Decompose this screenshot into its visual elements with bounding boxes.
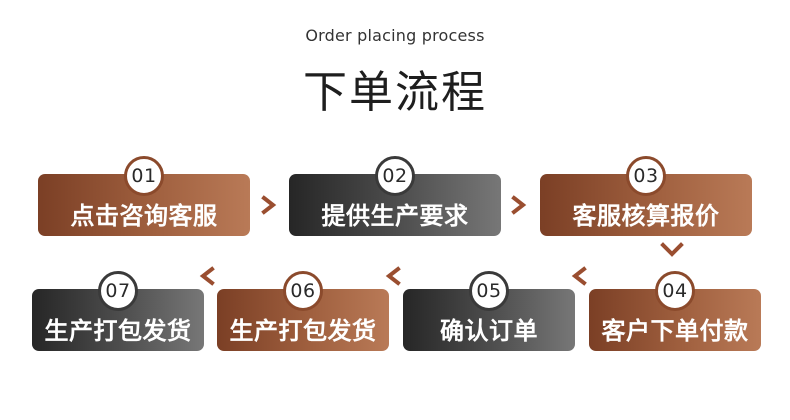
arrow-left-icon	[571, 266, 587, 286]
arrow-left-icon	[385, 266, 401, 286]
step-label: 确认订单	[440, 316, 538, 345]
step-06: 06 生产打包发货	[217, 271, 389, 351]
step-number-badge: 05	[469, 271, 509, 311]
arrow-right-icon	[511, 195, 527, 215]
step-02: 02 提供生产要求	[289, 156, 501, 236]
step-01: 01 点击咨询客服	[38, 156, 250, 236]
step-label: 客服核算报价	[572, 201, 720, 230]
step-number-badge: 06	[283, 271, 323, 311]
step-number-badge: 01	[124, 156, 164, 196]
step-number-badge: 02	[375, 156, 415, 196]
step-05: 05 确认订单	[403, 271, 575, 351]
step-number-badge: 07	[98, 271, 138, 311]
step-label: 生产打包发货	[229, 316, 377, 345]
subtitle: Order placing process	[305, 26, 485, 45]
step-04: 04 客户下单付款	[589, 271, 761, 351]
step-07: 07 生产打包发货	[32, 271, 204, 351]
arrow-right-icon	[261, 195, 277, 215]
step-03: 03 客服核算报价	[540, 156, 752, 236]
step-label: 客户下单付款	[601, 316, 749, 345]
step-number-badge: 03	[626, 156, 666, 196]
step-label: 生产打包发货	[44, 316, 192, 345]
arrow-down-icon	[660, 242, 684, 258]
step-label: 提供生产要求	[321, 201, 469, 230]
arrow-left-icon	[199, 266, 215, 286]
page-title: 下单流程	[303, 67, 487, 118]
step-label: 点击咨询客服	[70, 201, 218, 230]
step-number-badge: 04	[655, 271, 695, 311]
